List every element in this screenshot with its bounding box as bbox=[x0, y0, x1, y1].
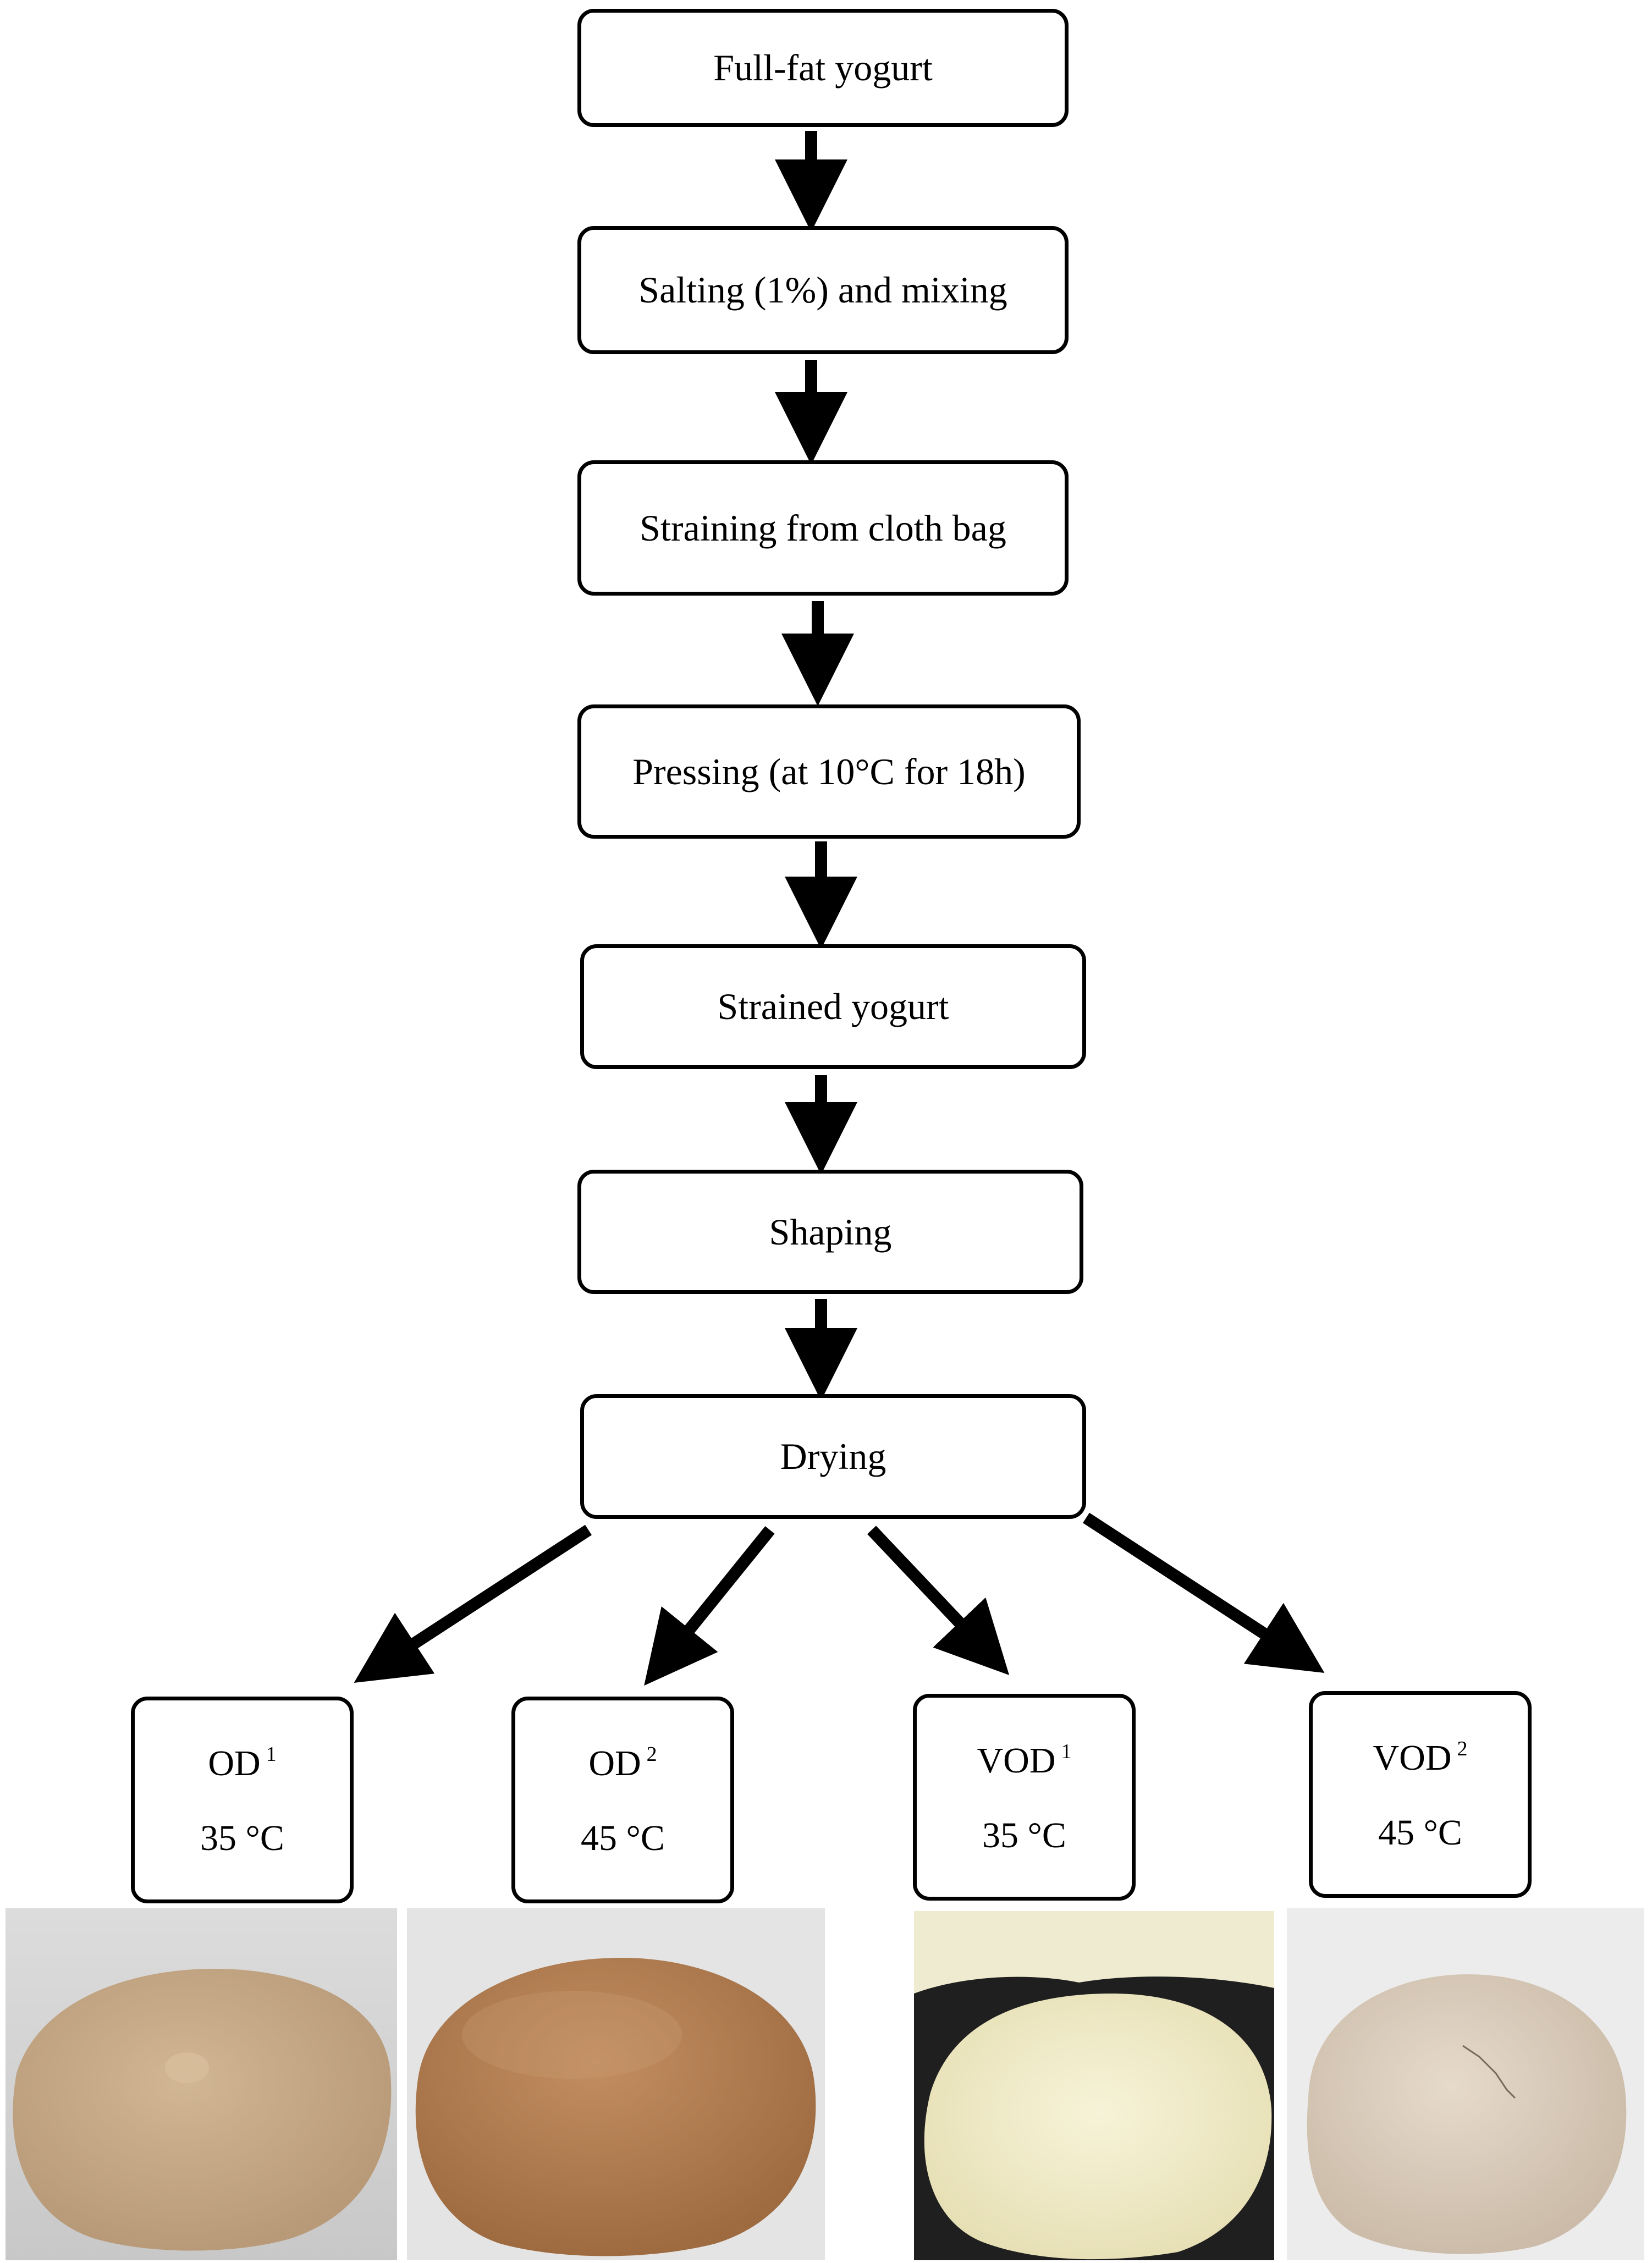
step-label: Shaping bbox=[769, 1210, 892, 1253]
step-salting: Salting (1%) and mixing bbox=[577, 226, 1069, 354]
method-name: VOD bbox=[977, 1740, 1056, 1781]
photo-vod1-product bbox=[914, 1911, 1274, 2260]
step-label: Salting (1%) and mixing bbox=[638, 269, 1007, 311]
method-index: 2 bbox=[1457, 1737, 1468, 1760]
step-straining: Straining from cloth bag bbox=[577, 460, 1069, 596]
step-label: Drying bbox=[780, 1435, 886, 1477]
method-index: 1 bbox=[1061, 1739, 1072, 1763]
photo-od1-product bbox=[5, 1908, 397, 2260]
arrow-to-vod2 bbox=[1083, 1512, 1325, 1673]
vod1-product-shape bbox=[924, 1994, 1272, 2260]
step-shaping: Shaping bbox=[577, 1170, 1083, 1294]
method-name: OD bbox=[588, 1743, 641, 1783]
method-temperature: 45 °C bbox=[581, 1818, 665, 1858]
step-label: Strained yogurt bbox=[717, 985, 949, 1027]
method-name: OD bbox=[208, 1743, 261, 1783]
step-drying: Drying bbox=[580, 1394, 1086, 1519]
arrow-to-od2 bbox=[644, 1526, 775, 1686]
step-pressing: Pressing (at 10°C for 18h) bbox=[577, 704, 1081, 839]
step-full-fat-yogurt: Full-fat yogurt bbox=[577, 9, 1069, 127]
arrow-to-vod1 bbox=[867, 1526, 1010, 1675]
method-index: 1 bbox=[266, 1742, 277, 1766]
step-label: Full-fat yogurt bbox=[713, 47, 933, 89]
step-label: Pressing (at 10°C for 18h) bbox=[632, 750, 1026, 792]
step-label: Straining from cloth bag bbox=[640, 506, 1006, 549]
method-temperature: 35 °C bbox=[200, 1818, 284, 1858]
step-strained-yogurt: Strained yogurt bbox=[580, 944, 1086, 1069]
photo-od2-product bbox=[407, 1908, 825, 2260]
method-index: 2 bbox=[646, 1742, 657, 1766]
method-name: VOD bbox=[1373, 1737, 1452, 1778]
method-temperature: 45 °C bbox=[1378, 1812, 1462, 1853]
od1-product-shape bbox=[13, 1969, 392, 2251]
od2-product-shape bbox=[415, 1958, 816, 2256]
arrow-to-od1 bbox=[354, 1524, 592, 1683]
photo-vod2-product bbox=[1287, 1908, 1644, 2260]
method-temperature: 35 °C bbox=[982, 1815, 1066, 1855]
vod2-product-shape bbox=[1307, 1974, 1627, 2254]
